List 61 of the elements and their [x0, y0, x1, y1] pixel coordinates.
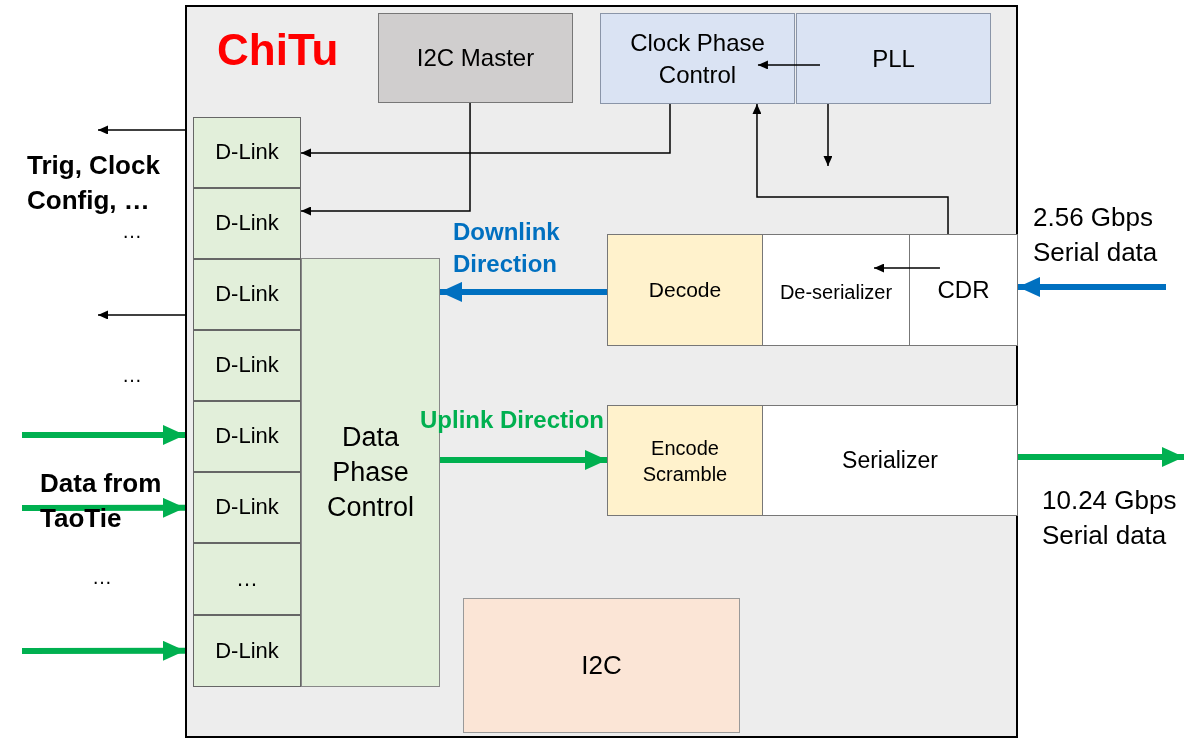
block-label: I2C — [581, 648, 622, 682]
note-text: … — [122, 363, 142, 388]
block-label: Encode Scramble — [641, 435, 729, 487]
module-box — [762, 234, 910, 346]
edge-label: Uplink Direction — [420, 405, 605, 435]
arrow — [1018, 447, 1184, 467]
edge-label: 2.56 Gbps Serial data — [1033, 201, 1159, 270]
arrow — [823, 103, 833, 167]
block-label: … — [236, 564, 258, 593]
module-box — [762, 405, 1018, 516]
chip-title: ChiTu — [217, 24, 339, 76]
arrow — [22, 425, 185, 445]
arrow — [97, 310, 186, 320]
arrow — [440, 281, 607, 302]
block-label: D-Link — [215, 493, 279, 522]
module-box — [909, 234, 1018, 346]
block-label: D-Link — [215, 636, 279, 665]
module-box — [607, 405, 763, 516]
note-text: … — [92, 565, 112, 590]
arrow — [97, 125, 186, 135]
module-box — [193, 543, 301, 615]
arrow — [757, 60, 821, 70]
block-label: Clock Phase Control — [629, 28, 766, 90]
module-box — [193, 188, 301, 259]
module-box — [193, 472, 301, 543]
chip-block — [185, 5, 1018, 738]
arrow — [1018, 277, 1166, 297]
block-label: D-Link — [215, 280, 279, 309]
block-label: D-Link — [215, 138, 279, 167]
block-label: Data Phase Control — [325, 420, 415, 525]
module-box — [796, 13, 991, 104]
edge-label: Downlink Direction — [453, 217, 561, 280]
arrow — [300, 103, 671, 158]
note-text: … — [122, 219, 142, 244]
arrow — [752, 103, 949, 235]
module-box — [193, 117, 301, 188]
block-label: D-Link — [215, 422, 279, 451]
module-box — [193, 401, 301, 472]
block-label: Decode — [648, 277, 722, 304]
arrow — [22, 497, 185, 518]
edge-label: 10.24 Gbps Serial data — [1042, 484, 1178, 553]
note-text: Trig, Clock Config, … — [27, 149, 161, 218]
module-box — [607, 234, 763, 346]
module-box — [193, 615, 301, 687]
block-label: D-Link — [215, 351, 279, 380]
block-label: I2C Master — [416, 43, 535, 74]
arrow — [440, 449, 607, 470]
module-box — [378, 13, 573, 103]
module-box — [193, 259, 301, 330]
block-label: D-Link — [215, 209, 279, 238]
block-label: CDR — [937, 275, 990, 306]
module-box — [600, 13, 795, 104]
arrow — [300, 102, 471, 216]
block-label: De-serializer — [779, 280, 893, 305]
note-text: Data from TaoTie — [40, 467, 163, 536]
arrow — [873, 263, 941, 273]
block-label: Serializer — [842, 445, 938, 475]
block-label: PLL — [872, 43, 915, 74]
module-box — [463, 598, 740, 733]
arrow — [22, 640, 185, 661]
module-box — [193, 330, 301, 401]
